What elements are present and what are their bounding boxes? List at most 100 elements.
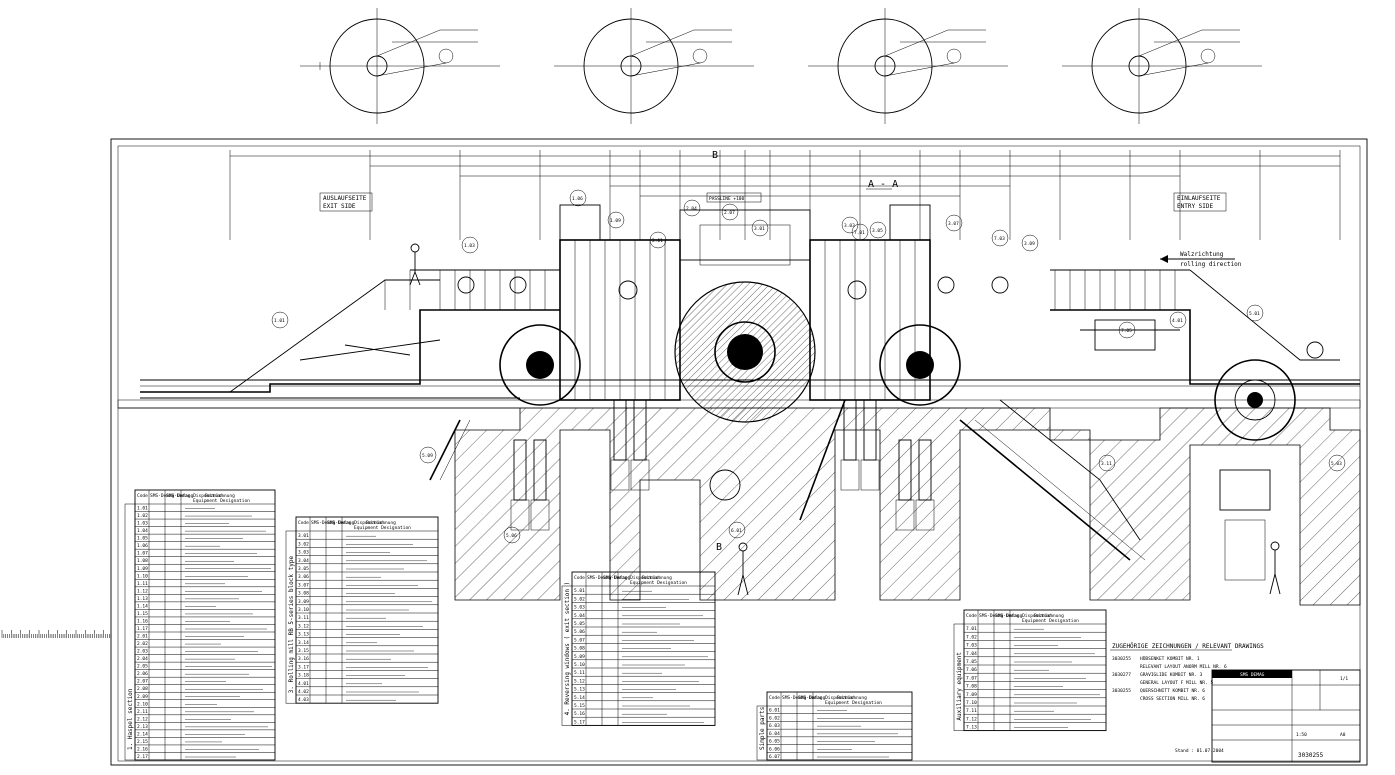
callout-circle — [419, 446, 437, 464]
callout-label: 5.03 — [1331, 461, 1342, 467]
callout-label: 7.01 — [854, 230, 865, 236]
worker-figure — [1269, 541, 1281, 595]
coil-detail-2 — [554, 8, 754, 124]
table-code: 2.16 — [137, 746, 148, 752]
table-code: 5.10 — [574, 662, 585, 668]
table-section-label: 4. Reversing windows ( exit section ) — [564, 582, 571, 716]
related-code: 3030255 — [1112, 656, 1131, 662]
table-code: 3.12 — [298, 623, 309, 629]
mill-structure — [140, 204, 1360, 596]
callout-label: 2.01 — [652, 238, 663, 244]
table-code: 3.10 — [298, 607, 309, 613]
table-code: 3.02 — [298, 541, 309, 547]
table-header: Bezeichnung — [642, 575, 672, 581]
table-code: 2.13 — [137, 724, 148, 730]
related-text: GRAVIGLIDE KOMBIT NR. 3 — [1140, 672, 1203, 678]
table-header: SMS-Demag Umfang — [979, 613, 1023, 619]
table-section-label: 3. Rolling mill RB 5-series block type — [288, 556, 295, 694]
table-code: 1.04 — [137, 528, 148, 534]
table-code: 1.08 — [137, 558, 148, 564]
callout-label: 1.01 — [274, 318, 285, 324]
table-code: 1.07 — [137, 551, 148, 557]
table-code: 2.04 — [137, 656, 148, 662]
table-header: SMS-Demag Disposition — [995, 613, 1052, 619]
table-code: 1.03 — [137, 521, 148, 527]
related-text: GENERAL LAYOUT F MILL NR. 5 — [1140, 680, 1213, 686]
table-code: 3.13 — [298, 632, 309, 638]
table-code: 2.17 — [137, 754, 148, 760]
table-section-label: 1. Haspel section — [127, 688, 134, 750]
table-header: Code — [574, 575, 585, 581]
table-code: 5.02 — [574, 596, 585, 602]
table-code: 5.01 — [574, 588, 585, 594]
callout-circle — [1021, 234, 1039, 252]
callout-circle — [1098, 454, 1116, 472]
table-header: Equipment Designation — [1022, 618, 1079, 624]
table-code: 2.12 — [137, 716, 148, 722]
callout-label: 3.09 — [1024, 241, 1035, 247]
table-header: SMS-Demag Umfang — [311, 520, 355, 526]
related-text: RELEVANT LAYOUT ANORM MILL NR. 6 — [1140, 664, 1227, 670]
rolling-direction-de: Walzrichtung — [1180, 251, 1224, 258]
callout-label: 3.03 — [844, 223, 855, 229]
table-code: 2.11 — [137, 709, 148, 715]
table-header: Equipment Designation — [354, 525, 411, 531]
table-code: 7.05 — [966, 659, 977, 665]
table-code: 3.03 — [298, 550, 309, 556]
table-code: 4.03 — [298, 697, 309, 703]
callout-label: 5.09 — [422, 453, 433, 459]
table-code: 5.04 — [574, 613, 585, 619]
callout-circle — [945, 214, 963, 232]
sheet-number: 1/1 — [1340, 676, 1348, 682]
callout-circle — [503, 526, 521, 544]
section-aa-label: A - A — [868, 179, 898, 190]
callout-circle — [1328, 454, 1346, 472]
table-code: 1.05 — [137, 536, 148, 542]
callout-circle — [1246, 304, 1264, 322]
table-code: 2.06 — [137, 671, 148, 677]
drawing-number: 3030255 — [1298, 752, 1324, 759]
table-header: Bezeichnung — [1034, 613, 1064, 619]
callout-circle — [728, 521, 746, 539]
sheet-format: A0 — [1340, 732, 1346, 738]
table-header: SMS-Demag Umfang — [587, 575, 631, 581]
callout-circle — [751, 219, 769, 237]
section-b-label-bottom: B — [716, 542, 722, 553]
related-code: 3030277 — [1112, 672, 1131, 678]
table-code: 3.08 — [298, 591, 309, 597]
table-code: 5.05 — [574, 621, 585, 627]
callout-label: 1.06 — [572, 196, 583, 202]
coil-detail-3 — [808, 8, 1008, 124]
related-text: QUERSCHNITT KOMBIT NR. 6 — [1140, 688, 1205, 694]
table-code: 3.07 — [298, 582, 309, 588]
callout-label: 6.01 — [731, 528, 742, 534]
table-code: 2.09 — [137, 694, 148, 700]
table-code: 5.16 — [574, 711, 585, 717]
table-header: SMS-Demag Disposition — [603, 575, 660, 581]
table-section-label: Auxiliary equipment — [956, 652, 963, 721]
table-code: 2.05 — [137, 664, 148, 670]
table-header: Code — [769, 695, 780, 701]
callout-circle — [721, 203, 739, 221]
table-header: Equipment Designation — [630, 580, 687, 586]
table-code: 1.09 — [137, 566, 148, 572]
table-code: 7.09 — [966, 692, 977, 698]
callout-circle — [841, 216, 859, 234]
table-code: 3.15 — [298, 648, 309, 654]
worker-figure — [737, 542, 749, 596]
callout-label: 3.07 — [948, 221, 959, 227]
table-header: SMS-Demag Disposition — [327, 520, 384, 526]
table-header: SMS-Demag Umfang — [150, 493, 194, 499]
table-code: 6.01 — [769, 708, 780, 714]
table-code: 6.03 — [769, 723, 780, 729]
table-code: 7.06 — [966, 667, 977, 673]
table-code: 2.07 — [137, 679, 148, 685]
table-code: 5.11 — [574, 670, 585, 676]
passline-label: PASSLINE +100 — [709, 196, 745, 202]
table-code: 2.14 — [137, 731, 148, 737]
